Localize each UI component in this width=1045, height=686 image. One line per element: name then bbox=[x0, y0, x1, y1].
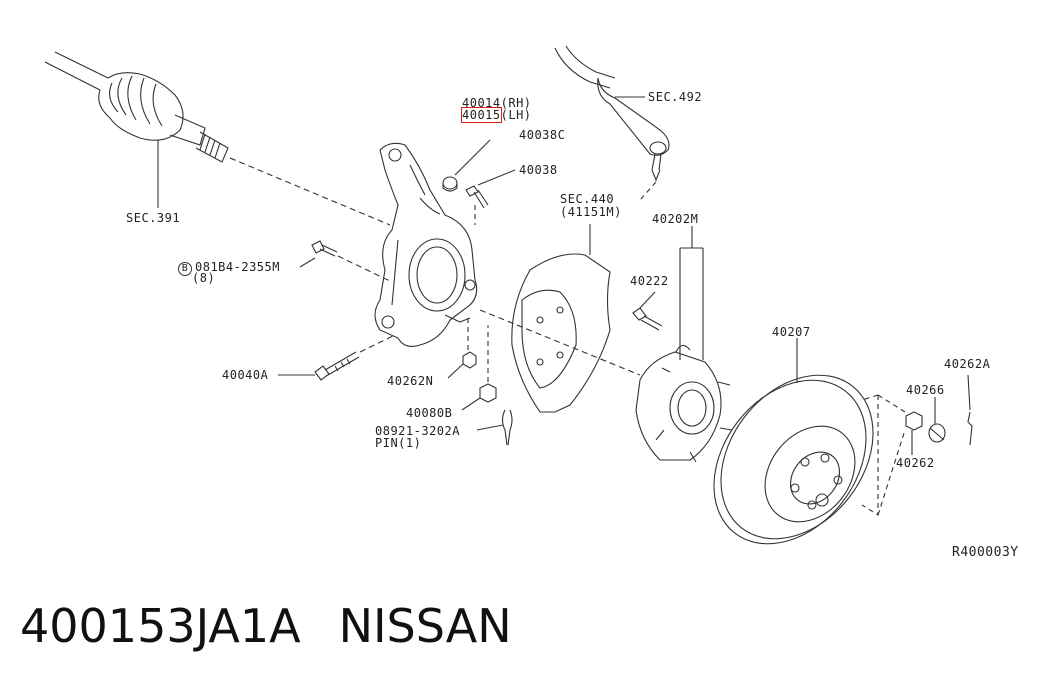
brand-name: NISSAN bbox=[338, 599, 512, 653]
drive-shaft bbox=[44, 51, 229, 208]
circled-b-marker: B bbox=[178, 262, 192, 276]
label-40202m: 40202M bbox=[652, 212, 699, 226]
label-40015: 40015(LH) bbox=[461, 107, 532, 123]
label-40222: 40222 bbox=[630, 274, 669, 288]
part-caption: 400153JA1A NISSAN bbox=[20, 598, 550, 654]
cotter-pin bbox=[476, 409, 513, 446]
label-40262: 40262 bbox=[896, 456, 935, 470]
label-sec492: SEC.492 bbox=[648, 90, 703, 104]
bolt-40038 bbox=[465, 169, 516, 209]
label-pin-number: 08921-3202A bbox=[375, 424, 460, 438]
label-40014: 40014(RH) bbox=[462, 96, 532, 110]
label-40038: 40038 bbox=[519, 163, 558, 177]
label-40262n: 40262N bbox=[387, 374, 434, 388]
bolt-40040a bbox=[278, 351, 360, 381]
nut-40262n bbox=[447, 351, 477, 379]
label-40040a: 40040A bbox=[222, 368, 269, 382]
label-sec440: SEC.440 bbox=[560, 192, 615, 206]
label-40207: 40207 bbox=[772, 325, 811, 339]
highlighted-part-40015: 40015 bbox=[461, 107, 502, 123]
bolt-40222 bbox=[632, 291, 663, 331]
label-40080b: 40080B bbox=[406, 406, 453, 420]
label-bolt-qty: (8) bbox=[192, 271, 216, 285]
diagram-reference-code: R400003Y bbox=[952, 545, 1019, 560]
label-40038c: 40038C bbox=[519, 128, 566, 142]
dust-shield bbox=[511, 224, 611, 413]
pin-40262a bbox=[967, 374, 973, 446]
washer-40080b bbox=[461, 383, 497, 411]
steering-knuckle bbox=[374, 142, 478, 347]
label-41151m: (41151M) bbox=[560, 205, 622, 219]
label-pin-qty: PIN(1) bbox=[375, 436, 422, 450]
bolt-081b4 bbox=[299, 240, 338, 268]
label-sec391: SEC.391 bbox=[126, 211, 181, 225]
cap-40266 bbox=[928, 397, 946, 443]
wheel-nut-40262 bbox=[905, 411, 923, 455]
tie-rod-end bbox=[554, 45, 670, 182]
label-40262a: 40262A bbox=[944, 357, 991, 371]
exploded-parts-diagram bbox=[44, 45, 973, 545]
washer-40038c bbox=[442, 139, 491, 192]
wheel-hub-assembly bbox=[635, 226, 733, 463]
part-number: 400153JA1A bbox=[20, 599, 301, 653]
brake-rotor bbox=[713, 338, 874, 545]
label-40266: 40266 bbox=[906, 383, 945, 397]
